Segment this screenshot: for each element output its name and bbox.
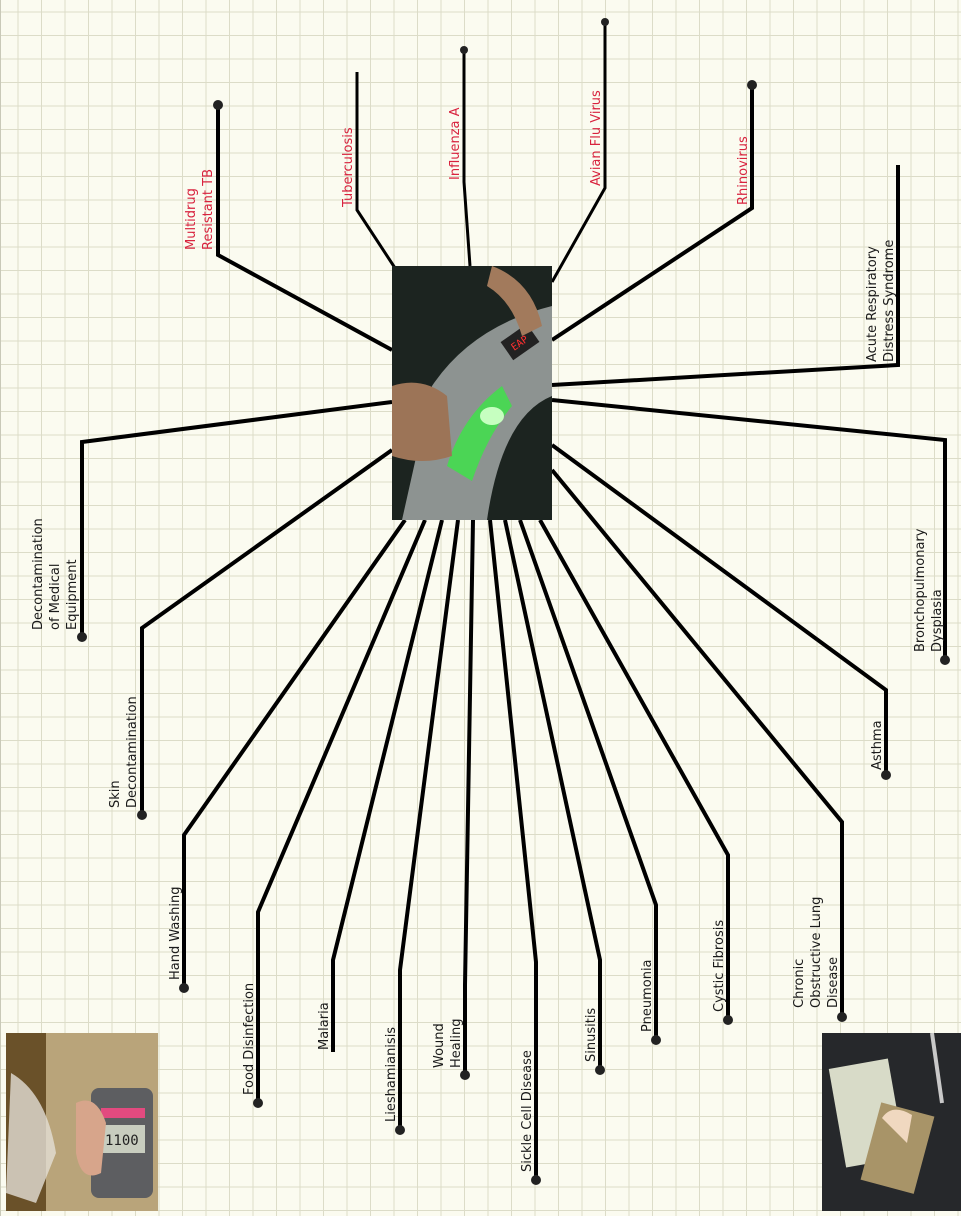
label-rhinovirus: Rhinovirus: [736, 136, 751, 205]
branch-asthma: Asthma: [550, 443, 891, 780]
label-malaria: Malaria: [317, 1002, 332, 1050]
endpoint-dot: [651, 1035, 661, 1045]
branch-sickle: Sickle Cell Disease: [488, 519, 541, 1185]
branch-sinusitis: Sinusitis: [503, 519, 605, 1075]
endpoint-dot: [77, 632, 87, 642]
endpoint-dot: [253, 1098, 263, 1108]
endpoint-dot: [213, 100, 223, 110]
branch-ards: Acute Respiratory Distress Syndrome: [551, 165, 900, 387]
label-influenza: Influenza A: [448, 107, 463, 180]
label-wound-line2: Healing: [449, 1019, 464, 1068]
label-bpd-line1: Bronchopulmonary: [913, 528, 928, 652]
endpoint-dot: [395, 1125, 405, 1135]
label-copd-line1: Chronic: [792, 959, 807, 1008]
label-pneumonia: Pneumonia: [640, 959, 655, 1032]
branch-malaria: Malaria: [317, 519, 444, 1052]
branch-leish: Lieshamianisis: [384, 519, 460, 1135]
branch-skin: Skin Decontamination: [108, 448, 394, 820]
endpoint-dot: [179, 983, 189, 993]
branch-influenza: Influenza A: [448, 46, 472, 267]
branch-tuberculosis: Tuberculosis: [341, 72, 397, 269]
branch-equipment: Decontamination of Medical Equipment: [31, 400, 393, 642]
branch-bpd: Bronchopulmonary Dysplasia: [551, 398, 950, 665]
branch-food: Food Disinfection: [242, 519, 427, 1108]
label-avian: Avian Flu Virus: [589, 90, 604, 186]
endpoint-dot: [137, 810, 147, 820]
label-sinusitis: Sinusitis: [584, 1008, 599, 1062]
label-multidrug-line1: Multidrug: [184, 188, 199, 250]
endpoint-dot: [837, 1012, 847, 1022]
label-asthma: Asthma: [870, 720, 885, 770]
branch-wound: Wound Healing: [432, 519, 475, 1080]
branch-cystic: Cystic Fibrosis: [538, 519, 733, 1025]
branch-pneumonia: Pneumonia: [518, 519, 661, 1045]
label-tuberculosis: Tuberculosis: [341, 127, 356, 208]
label-equipment-line1: Decontamination: [31, 518, 46, 630]
endpoint-dot: [940, 655, 950, 665]
label-multidrug-line2: Resistant TB: [201, 169, 216, 250]
label-hand: Hand Washing: [168, 887, 183, 980]
meter-display-text: 1100: [105, 1133, 139, 1149]
label-sickle: Sickle Cell Disease: [520, 1050, 535, 1172]
endpoint-dot: [460, 1070, 470, 1080]
endpoint-dot: [747, 80, 757, 90]
branch-copd: Chronic Obstructive Lung Disease: [550, 468, 847, 1022]
branch-avian: Avian Flu Virus: [550, 18, 609, 283]
endpoint-dot: [881, 770, 891, 780]
endpoint-dot: [601, 18, 609, 26]
handheld-meter-photo: 1100: [6, 1033, 158, 1211]
branch-hand: Hand Washing: [168, 518, 407, 993]
endpoint-dot: [723, 1015, 733, 1025]
endpoint-dot: [531, 1175, 541, 1185]
plasma-device-photo: EAP: [392, 266, 552, 520]
label-copd-line3: Disease: [826, 957, 841, 1008]
label-bpd-line2: Dysplasia: [930, 589, 945, 652]
label-equipment-line2: of Medical: [48, 564, 63, 630]
label-skin-line1: Skin: [108, 780, 123, 808]
endpoint-dot: [595, 1065, 605, 1075]
branch-rhinovirus: Rhinovirus: [550, 80, 757, 342]
label-leish: Lieshamianisis: [384, 1027, 399, 1122]
device-with-banknote-photo: [822, 1033, 961, 1211]
endpoint-dot: [460, 46, 468, 54]
branch-multidrug: Multidrug Resistant TB: [184, 100, 393, 352]
label-wound-line1: Wound: [432, 1023, 447, 1068]
label-equipment-line3: Equipment: [65, 559, 80, 630]
label-copd-line2: Obstructive Lung: [809, 897, 824, 1008]
label-skin-line2: Decontamination: [125, 696, 140, 808]
label-cystic: Cystic Fibrosis: [712, 920, 727, 1012]
label-ards-line1: Acute Respiratory: [865, 246, 880, 362]
label-food: Food Disinfection: [242, 983, 257, 1095]
label-ards-line2: Distress Syndrome: [882, 240, 897, 362]
